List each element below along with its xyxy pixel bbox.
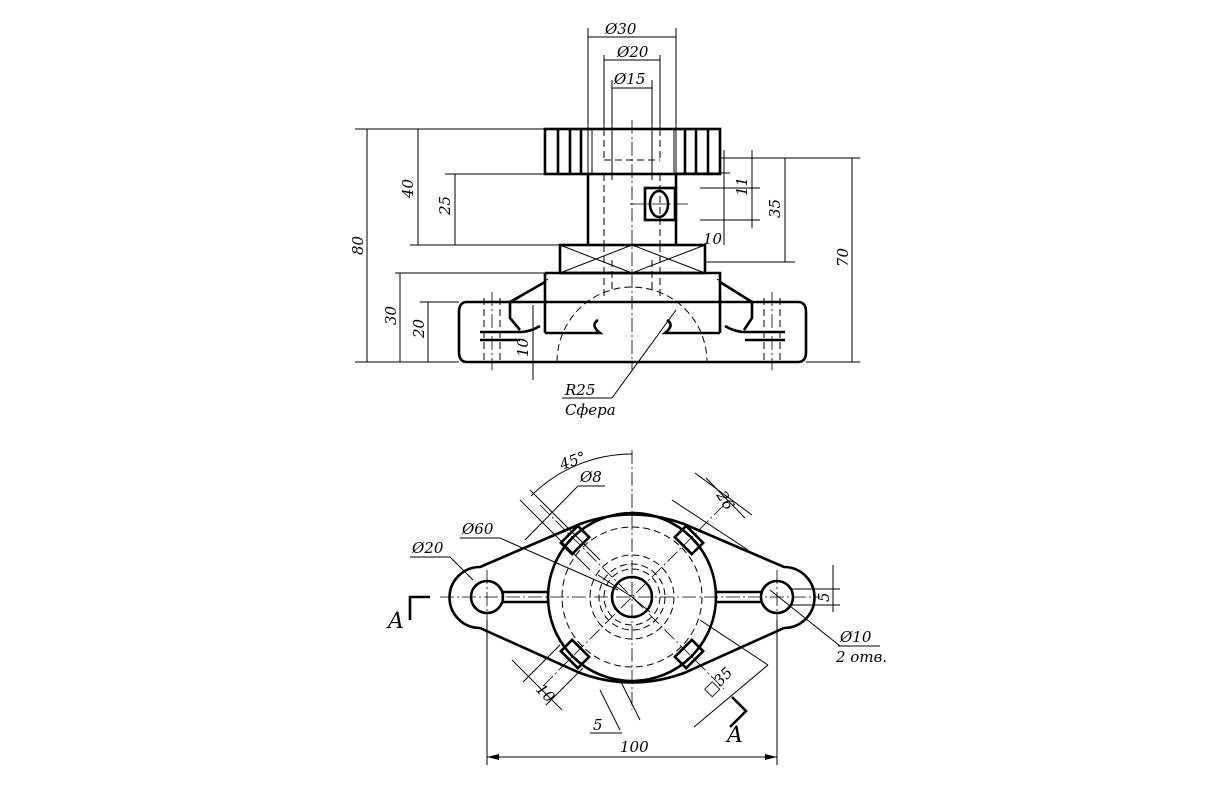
dim-d20: Ø20: [616, 43, 649, 61]
dim-d15: Ø15: [613, 70, 645, 88]
dim-d10: Ø10: [839, 628, 872, 646]
dim-5-bottom: 5: [593, 716, 603, 734]
right-dimensions: 11 35 10 70: [676, 150, 860, 363]
dim-40: 40: [399, 178, 417, 199]
dim-30: 30: [382, 305, 400, 325]
dim-5-right: 5: [815, 592, 833, 602]
dim-sq35: □35: [700, 664, 736, 700]
dim-20: 20: [410, 318, 428, 339]
base-plate: [457, 286, 808, 364]
section-label-left: A: [386, 609, 404, 634]
left-dimensions: 80 40 25 30 20 10: [349, 128, 588, 380]
section-label-right: A: [725, 723, 743, 748]
section-mark-left: A: [386, 595, 430, 634]
sphere-note: R25 Сфера: [562, 309, 677, 419]
section-mark-right: A: [725, 696, 748, 748]
note-radius: R25: [564, 381, 595, 399]
dim-26: 26: [712, 487, 738, 514]
dim-100: 100: [620, 738, 649, 756]
front-view: Ø30 Ø20 Ø15 80 40 25 30 20 10: [349, 20, 860, 419]
dim-11: 11: [733, 177, 751, 196]
dim-10-left: 10: [514, 337, 532, 357]
dim-d8: Ø8: [579, 468, 602, 486]
dim-10-right: 10: [703, 230, 723, 248]
dim-25: 25: [436, 196, 454, 216]
dim-d30: Ø30: [604, 20, 637, 38]
top-view: 45° Ø8 Ø60 Ø20 26 5 Ø10 2 отв. □35: [386, 448, 887, 765]
note-sphere: Сфера: [565, 401, 616, 419]
dim-80: 80: [349, 235, 367, 255]
dim-35: 35: [766, 199, 784, 218]
dim-holes: 2 отв.: [835, 648, 887, 666]
dim-d20: Ø20: [411, 539, 444, 557]
dim-70: 70: [834, 247, 852, 267]
dim-d60: Ø60: [461, 520, 494, 538]
knurled-knob: [543, 127, 722, 176]
hex-nut: [558, 243, 707, 300]
diameter-dimensions: Ø30 Ø20 Ø15: [587, 20, 677, 180]
